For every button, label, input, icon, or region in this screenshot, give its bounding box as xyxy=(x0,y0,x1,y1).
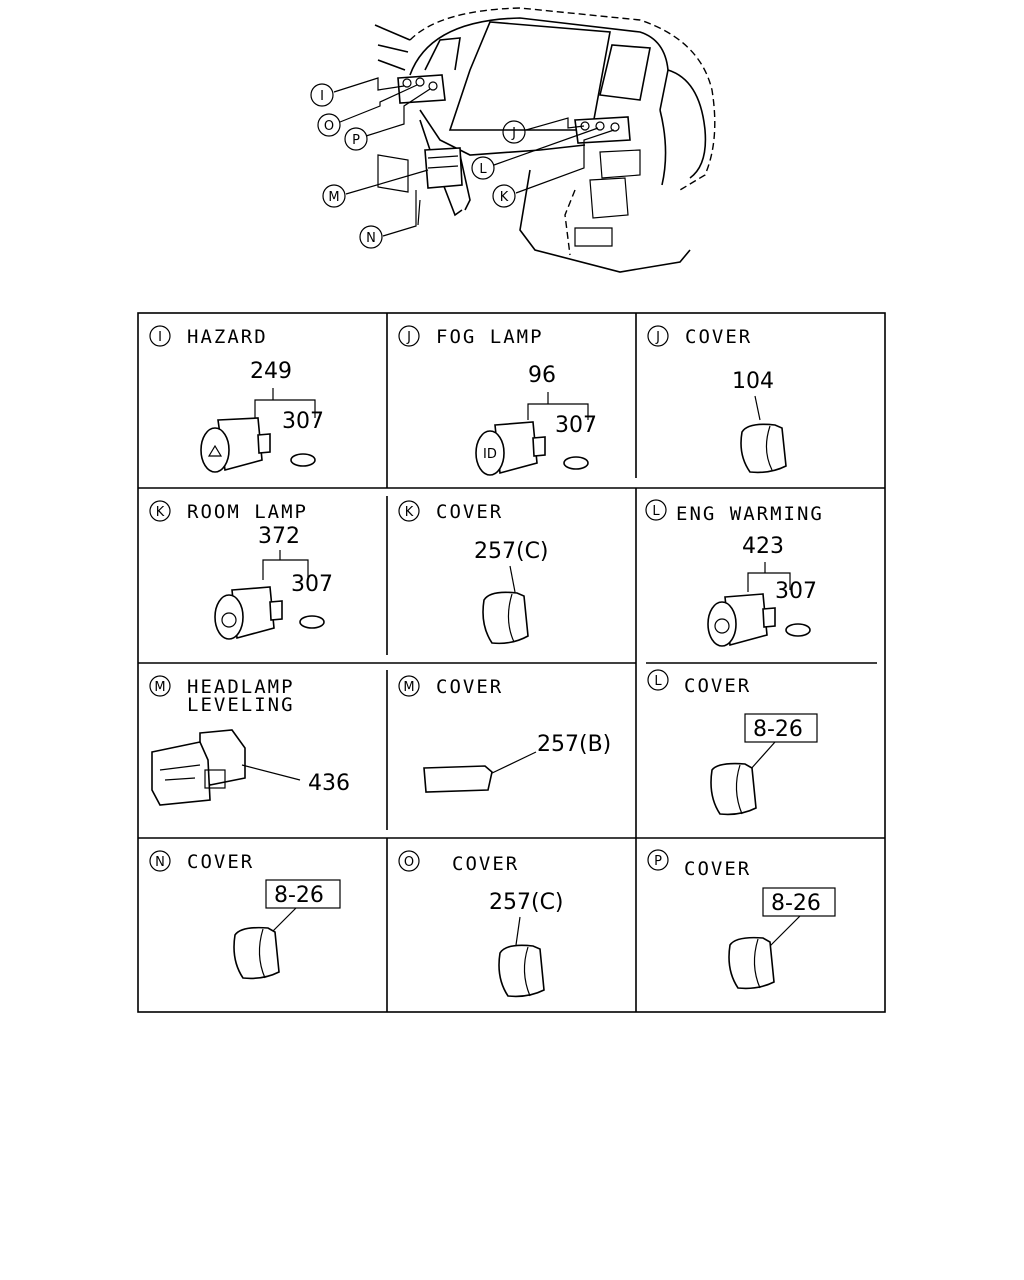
bulb-icon xyxy=(785,623,811,637)
svg-text:O: O xyxy=(324,119,334,134)
cover-icon xyxy=(423,765,493,793)
svg-text:L: L xyxy=(479,162,487,177)
svg-text:O: O xyxy=(404,855,414,870)
callout-p: P xyxy=(344,127,368,151)
svg-text:K: K xyxy=(156,505,165,520)
cell-hazard: I HAZARD 249 307 xyxy=(149,325,324,473)
svg-text:372: 372 xyxy=(258,524,300,549)
dashboard-illustration xyxy=(374,7,716,273)
cell-fog-lamp: J FOG LAMP 96 307 ID xyxy=(398,325,597,476)
svg-text:8-26: 8-26 xyxy=(274,883,324,908)
svg-text:423: 423 xyxy=(742,534,784,559)
callout-l: L xyxy=(471,156,495,180)
svg-text:I: I xyxy=(158,330,162,345)
svg-text:COVER: COVER xyxy=(187,851,254,873)
svg-text:257(C): 257(C) xyxy=(474,539,549,564)
cover-icon xyxy=(498,944,545,998)
svg-text:436: 436 xyxy=(308,771,350,796)
svg-text:ROOM LAMP: ROOM LAMP xyxy=(187,501,308,523)
cell-cover-ref-l: L COVER 8-26 xyxy=(647,669,818,816)
svg-text:N: N xyxy=(155,855,165,870)
overview-callouts: I O P J L K M N xyxy=(310,83,526,249)
svg-text:257(C): 257(C) xyxy=(489,890,564,915)
room-lamp-switch xyxy=(214,586,283,640)
cell-cover-257c-o: O COVER 257(C) xyxy=(398,850,564,998)
eng-warming-switch xyxy=(707,593,776,647)
svg-text:96: 96 xyxy=(528,363,556,388)
bulb-icon xyxy=(290,453,316,467)
svg-text:249: 249 xyxy=(250,359,292,384)
svg-text:M: M xyxy=(154,680,165,695)
svg-text:L: L xyxy=(654,674,662,689)
callout-j: J xyxy=(502,120,526,144)
svg-text:P: P xyxy=(352,133,360,148)
cell-room-lamp: K ROOM LAMP 372 307 xyxy=(149,500,333,640)
svg-text:COVER: COVER xyxy=(436,501,503,523)
callout-k: K xyxy=(492,184,516,208)
svg-text:HEADLAMP: HEADLAMP xyxy=(187,676,295,698)
cell-cover-ref-n: N COVER 8-26 xyxy=(149,850,341,980)
svg-text:J: J xyxy=(406,330,411,345)
svg-text:L: L xyxy=(652,504,660,519)
svg-text:8-26: 8-26 xyxy=(753,717,803,742)
svg-text:I: I xyxy=(320,89,324,104)
svg-text:COVER: COVER xyxy=(684,858,751,880)
fog-lamp-switch: ID xyxy=(475,421,546,476)
svg-text:8-26: 8-26 xyxy=(771,891,821,916)
svg-text:M: M xyxy=(403,680,414,695)
cover-icon xyxy=(728,936,775,990)
cell-eng-warming: L ENG WARMING 423 307 xyxy=(645,499,824,647)
cell-cover-257c-k: K COVER 257(C) xyxy=(398,500,549,645)
leveling-switch xyxy=(151,729,246,806)
svg-text:COVER: COVER xyxy=(684,675,751,697)
svg-text:307: 307 xyxy=(555,413,597,438)
svg-text:M: M xyxy=(328,190,339,205)
callout-o: O xyxy=(317,113,341,137)
callout-m: M xyxy=(322,184,346,208)
svg-text:COVER: COVER xyxy=(436,676,503,698)
parts-grid xyxy=(137,312,886,1013)
cell-cover-104: J COVER 104 xyxy=(647,325,787,474)
svg-text:307: 307 xyxy=(775,579,817,604)
overview-leaders xyxy=(333,77,615,237)
callout-n: N xyxy=(359,225,383,249)
svg-text:COVER: COVER xyxy=(685,326,752,348)
cover-icon xyxy=(740,423,787,474)
svg-text:FOG LAMP: FOG LAMP xyxy=(436,326,544,348)
bulb-icon xyxy=(299,615,325,629)
bulb-icon xyxy=(563,456,589,470)
svg-text:307: 307 xyxy=(291,572,333,597)
svg-text:307: 307 xyxy=(282,409,324,434)
cover-icon xyxy=(233,926,280,980)
cell-cover-257b: M COVER 257(B) xyxy=(398,675,611,793)
svg-text:ID: ID xyxy=(483,447,497,462)
svg-text:J: J xyxy=(511,126,516,141)
svg-text:J: J xyxy=(655,330,660,345)
svg-text:104: 104 xyxy=(732,369,774,394)
cover-icon xyxy=(710,762,757,816)
callout-i: I xyxy=(310,83,334,107)
svg-text:P: P xyxy=(654,854,662,869)
hazard-switch xyxy=(200,417,271,473)
svg-text:257(B): 257(B) xyxy=(537,732,611,757)
svg-text:K: K xyxy=(405,505,414,520)
svg-text:N: N xyxy=(366,231,376,246)
svg-text:ENG WARMING: ENG WARMING xyxy=(676,503,824,525)
cell-headlamp-leveling: M HEADLAMP LEVELING 436 xyxy=(149,675,350,806)
cover-icon xyxy=(482,591,529,645)
svg-text:COVER: COVER xyxy=(452,853,519,875)
svg-text:K: K xyxy=(500,190,509,205)
cell-cover-ref-p: P COVER 8-26 xyxy=(647,849,836,990)
svg-text:LEVELING: LEVELING xyxy=(187,694,295,716)
svg-text:HAZARD: HAZARD xyxy=(187,326,268,348)
